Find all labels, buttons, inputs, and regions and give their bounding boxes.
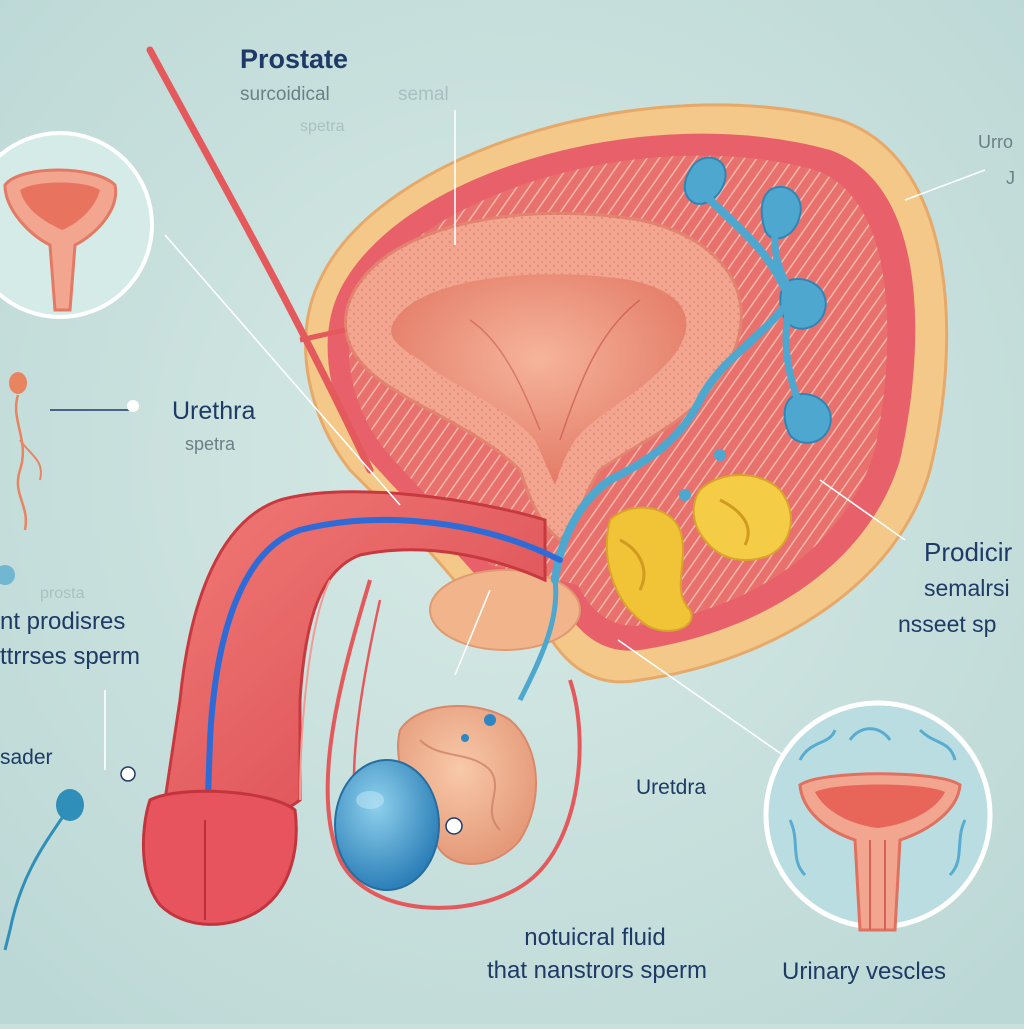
label-bottom-center2: that nanstrors sperm (486, 957, 708, 984)
glans (142, 789, 298, 926)
label-urethra-title: Urethra (172, 397, 256, 425)
label-left-bottom: sader (0, 746, 53, 769)
leader-lines (104, 110, 986, 770)
sperm-icon (9, 372, 42, 531)
label-bottom-right: Urinary vescles (782, 958, 947, 985)
prostate-gland (429, 569, 581, 651)
blood-vessel (146, 46, 374, 474)
bladder-inset-icon (0, 131, 154, 319)
label-left-faint: prosta (40, 585, 85, 602)
urethra-line (202, 517, 563, 883)
sperm-icon-bottom (3, 789, 84, 951)
label-urethra-sub: spetra (185, 434, 236, 454)
label-left-mid1: nt prodisres (0, 608, 126, 635)
label-prostate-title: Prostate (240, 44, 349, 74)
label-bottom-center1: notuicral fluid (524, 924, 666, 951)
label-prostate-sub2: semal (398, 84, 449, 105)
label-urethra-lower: Uretdra (636, 776, 707, 799)
label-left-mid2: ttrrses sperm (0, 643, 141, 670)
label-prostate-sub3: spetra (300, 118, 345, 135)
label-prostate-sub1: surcoidical (240, 84, 330, 105)
vas-deferens (551, 191, 795, 584)
label-right-mid1: Prodicir (924, 537, 1013, 567)
bladder-inset-icon-right (763, 700, 993, 932)
label-right-mid3: nsseet sp (898, 611, 997, 637)
seminal-gland (605, 506, 693, 632)
label-right-top1: Urro (978, 132, 1013, 152)
label-right-mid2: semalrsi (924, 575, 1010, 601)
scrotum-outline (325, 579, 582, 910)
label-right-top2: J (1006, 168, 1015, 188)
testis (334, 759, 440, 891)
